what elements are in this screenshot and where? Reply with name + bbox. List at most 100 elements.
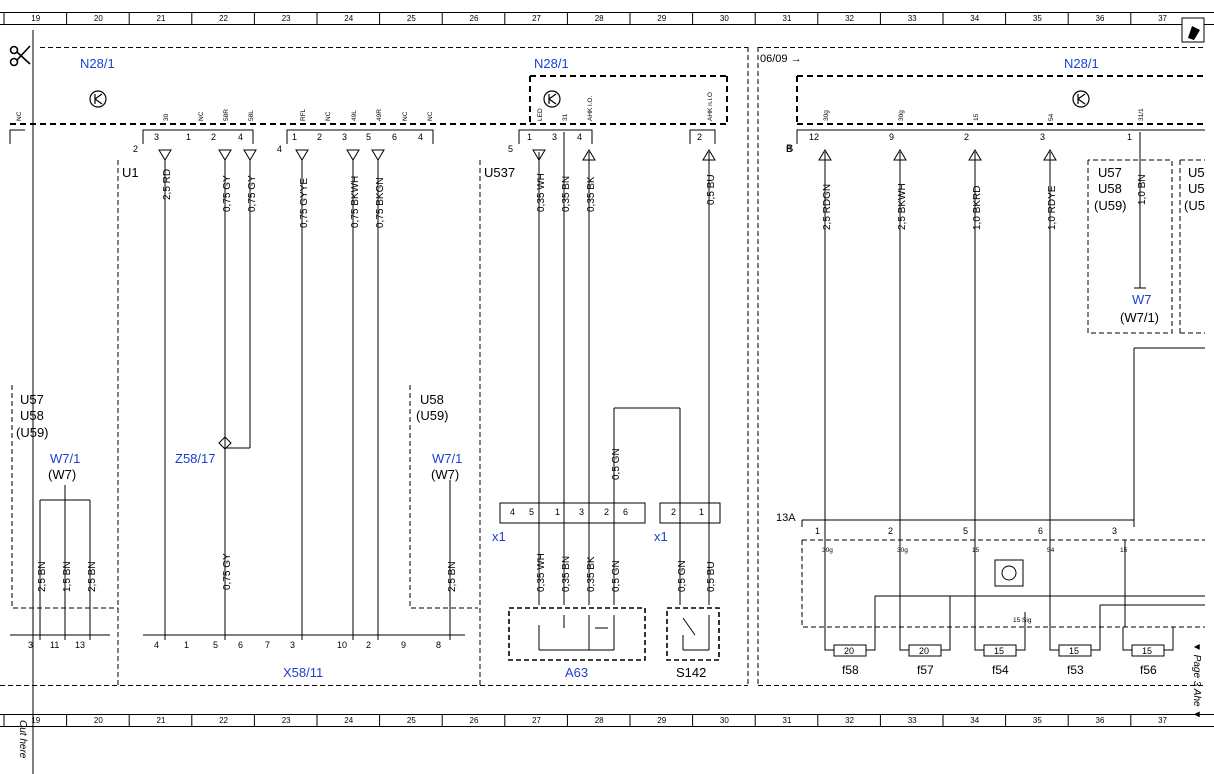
svg-text:7: 7 [265, 640, 270, 650]
svg-text:3: 3 [342, 132, 347, 142]
fuse-lead [1049, 627, 1059, 651]
bottom-ruler [0, 714, 1214, 727]
ruler-column-label: 30 [720, 14, 729, 23]
svg-text:5: 5 [213, 640, 218, 650]
ruler-column-label: 27 [532, 716, 541, 725]
wire-label: 2,5 RD [162, 169, 173, 200]
ruler-column-label: 36 [1096, 14, 1105, 23]
ruler-column-label: 23 [282, 716, 291, 725]
top-pin-label: NC [198, 111, 205, 121]
fuse-lead [866, 627, 876, 651]
transistor-icon [89, 90, 1090, 108]
pin-arrows [158, 149, 1057, 450]
n28-right-label: N28/1 [1064, 56, 1099, 71]
wire-label: 2,5 BN [447, 561, 458, 592]
svg-text:1: 1 [699, 507, 704, 517]
ruler-column-label: 28 [595, 716, 604, 725]
b-label: B [786, 143, 793, 155]
svg-text:2: 2 [211, 132, 216, 142]
wire-label: 0,75 GY [247, 175, 258, 212]
z5817-label: Z58/17 [175, 451, 215, 466]
group-boxes [11, 159, 1205, 686]
fuse-lead [899, 627, 909, 651]
wire-label: 0,5 GN [611, 448, 622, 480]
svg-text:5: 5 [508, 144, 513, 154]
ruler-column-label: 26 [470, 14, 479, 23]
next-page-label: ▼ Page 3 Ahe ▼ [1191, 642, 1202, 719]
top-pin-label: AHK i.O. [587, 96, 594, 121]
svg-text:9: 9 [889, 132, 894, 142]
wire-label: 0,35 BN [561, 176, 572, 212]
svg-text:3: 3 [154, 132, 159, 142]
fuse-label: f58 [842, 663, 859, 677]
n28-left-label: N28/1 [80, 56, 115, 71]
svg-text:2: 2 [964, 132, 969, 142]
fuse-lead [824, 627, 834, 651]
top-pin-label: 31 [562, 113, 569, 121]
svg-text:1: 1 [1127, 132, 1132, 142]
svg-text:4: 4 [510, 507, 515, 517]
svg-text:6: 6 [1038, 526, 1043, 536]
fuse-label: f56 [1140, 663, 1157, 677]
top-pin-label: NC [427, 111, 434, 121]
ruler-column-label: 37 [1158, 716, 1167, 725]
svg-text:5: 5 [529, 507, 534, 517]
wire-label: 0,75 GY [222, 175, 233, 212]
svg-text:2: 2 [317, 132, 322, 142]
wire-label: 0,35 BK [586, 176, 597, 212]
ruler-column-label: 29 [657, 716, 666, 725]
fuse-lead [941, 627, 951, 651]
wire-label: 1,0 BN [1137, 174, 1148, 205]
svg-text:3: 3 [579, 507, 584, 517]
ruler-column-label: 24 [344, 14, 353, 23]
top-ruler [0, 12, 1214, 25]
wire-label: 0,75 GY [222, 553, 233, 590]
wire-label: 1,5 BN [62, 561, 73, 592]
n28-mid-label: N28/1 [534, 56, 569, 71]
ruler-column-label: 31 [783, 716, 792, 725]
group-u57: U57 [20, 392, 44, 407]
wire-label: 1,0 RDYE [1047, 185, 1058, 230]
cut-here-label: Cut here [17, 720, 28, 759]
wire-label: 2,5 RDGN [822, 184, 833, 230]
svg-text:3: 3 [290, 640, 295, 650]
top-pin-label: 58L [248, 110, 255, 121]
label-15-sig: 15 Sig [1013, 617, 1032, 624]
top-pin-label: 30 [163, 113, 170, 121]
wire-labels: 2,5 RD 0,75 GY 0,75 GY 0,75 GYYE 0,75 BK… [37, 169, 1148, 592]
ruler-column-label: 23 [282, 14, 291, 23]
bottom-pin-label: 30g [822, 547, 833, 554]
date-marker: 06/09 → [760, 53, 802, 65]
n28-module-boxes [10, 75, 1205, 125]
svg-text:3: 3 [1112, 526, 1117, 536]
fuse-lead [1122, 627, 1132, 651]
fuse-label: f54 [992, 663, 1009, 677]
w71-right: (W7/1) [1120, 310, 1159, 325]
svg-text:2: 2 [888, 526, 893, 536]
group-u59-mid: (U59) [416, 408, 449, 423]
svg-text:4: 4 [154, 640, 159, 650]
top-pin-label: 49L [351, 110, 358, 121]
svg-text:5: 5 [963, 526, 968, 536]
ruler-column-label: 34 [970, 14, 979, 23]
ruler-column-label: 35 [1033, 14, 1042, 23]
svg-text:6: 6 [623, 507, 628, 517]
group-u5a: U5 [1188, 165, 1205, 180]
ruler-column-label: 37 [1158, 14, 1167, 23]
wire-label: 0,75 BKWH [350, 176, 361, 228]
scissors-icon [9, 45, 31, 67]
ruler-column-label: 22 [219, 716, 228, 725]
x1-strips [499, 502, 803, 527]
svg-text:2: 2 [133, 144, 138, 154]
fuse-label: f53 [1067, 663, 1084, 677]
wire-label: 0,5 GN [677, 560, 688, 592]
svg-text:B: B [786, 144, 792, 154]
fuse-block [994, 559, 1024, 587]
ruler-column-label: 25 [407, 14, 416, 23]
w7-left: (W7) [48, 467, 76, 482]
x1-label-b: x1 [654, 529, 668, 544]
group-u5b: U5 [1188, 181, 1205, 196]
svg-text:2: 2 [604, 507, 609, 517]
svg-text:4: 4 [277, 144, 282, 154]
